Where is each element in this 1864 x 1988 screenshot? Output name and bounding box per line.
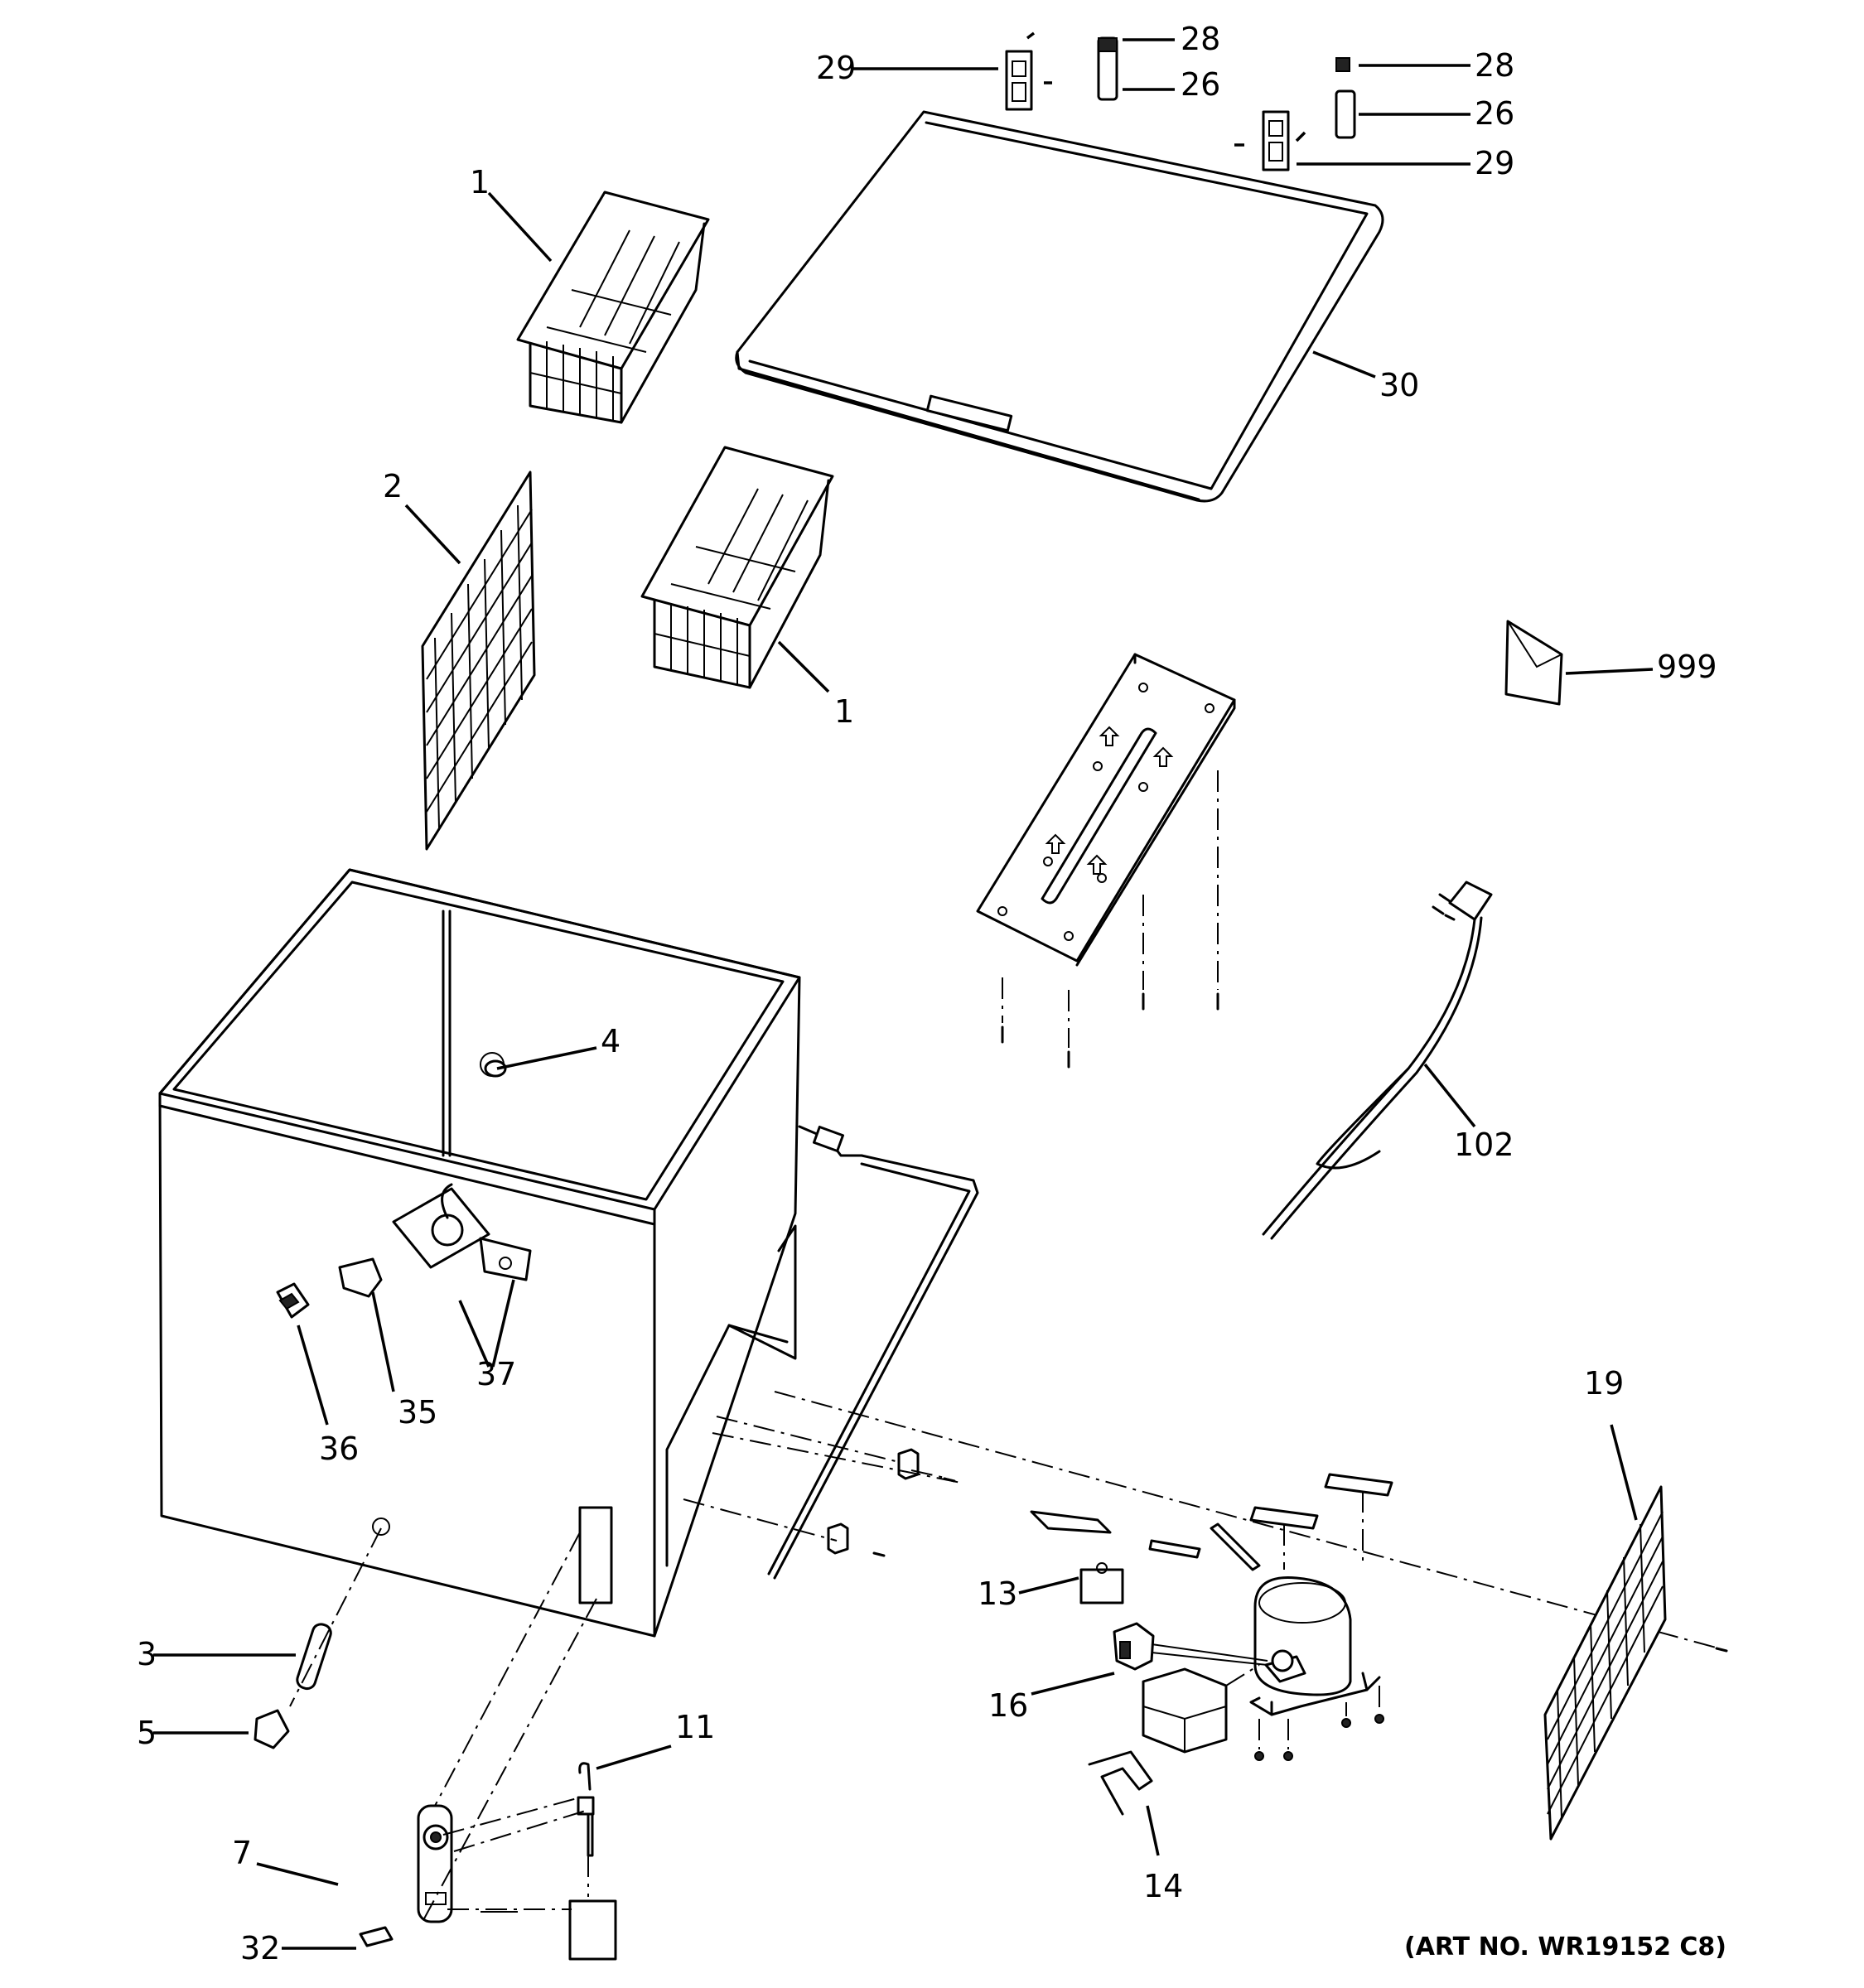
divider-grille	[421, 470, 536, 851]
compressor-mounting-plate	[976, 653, 1236, 1069]
callout-1-upper: 1	[470, 164, 490, 200]
thermostat-control	[359, 1532, 617, 1961]
callout-30: 30	[1379, 367, 1419, 403]
thermostat-brackets	[276, 1183, 532, 1319]
callout-4: 4	[601, 1023, 621, 1059]
hinge-assembly-right	[1234, 57, 1356, 171]
callout-26-left: 26	[1181, 66, 1220, 103]
callout-28-left: 28	[1181, 21, 1220, 57]
power-cord	[1262, 881, 1493, 1240]
assembly-guide-lines	[683, 1391, 1720, 1649]
hinge-assembly-left	[1005, 31, 1118, 111]
wire-basket-lower	[640, 446, 834, 689]
drain-plug	[484, 1059, 507, 1078]
callout-numbers: 29 28 26 28 26 29 30 1 2 1 999 102 4 37 …	[137, 21, 1726, 1966]
callout-999: 999	[1657, 649, 1717, 685]
callout-1-lower: 1	[834, 693, 854, 730]
callout-5: 5	[137, 1715, 157, 1751]
callout-36: 36	[319, 1431, 359, 1467]
callout-14: 14	[1143, 1868, 1183, 1904]
compressor	[1249, 1575, 1384, 1761]
callout-28-right: 28	[1475, 47, 1514, 84]
callout-7: 7	[232, 1835, 252, 1871]
callout-2: 2	[383, 468, 403, 504]
callout-19: 19	[1584, 1365, 1624, 1402]
callout-102: 102	[1454, 1127, 1514, 1163]
rear-access-grille	[1543, 1485, 1667, 1841]
literature-envelope	[1504, 620, 1563, 706]
callout-3: 3	[137, 1636, 157, 1672]
grille-screw	[1715, 1647, 1728, 1653]
art-number: (ART NO. WR19152 C8)	[1404, 1933, 1726, 1961]
callout-35: 35	[398, 1394, 437, 1431]
callout-32: 32	[240, 1930, 280, 1966]
callout-37: 37	[476, 1356, 516, 1392]
freezer-lid	[735, 110, 1384, 503]
callout-13: 13	[978, 1575, 1017, 1612]
callout-29-right: 29	[1475, 145, 1514, 181]
callout-26-right: 26	[1475, 95, 1514, 132]
callout-11: 11	[675, 1709, 715, 1745]
wire-basket-upper	[516, 191, 710, 424]
compressor-brackets	[1030, 1473, 1393, 1571]
relay-overload	[1079, 1562, 1268, 1816]
leader-lines	[153, 38, 1654, 1950]
callout-29-left: 29	[816, 50, 856, 86]
freezer-cabinet	[158, 868, 801, 1638]
callout-16: 16	[988, 1687, 1028, 1724]
cord-pass-through	[767, 1125, 979, 1580]
small-clips	[827, 1448, 956, 1557]
light-socket-parts	[254, 1527, 382, 1749]
